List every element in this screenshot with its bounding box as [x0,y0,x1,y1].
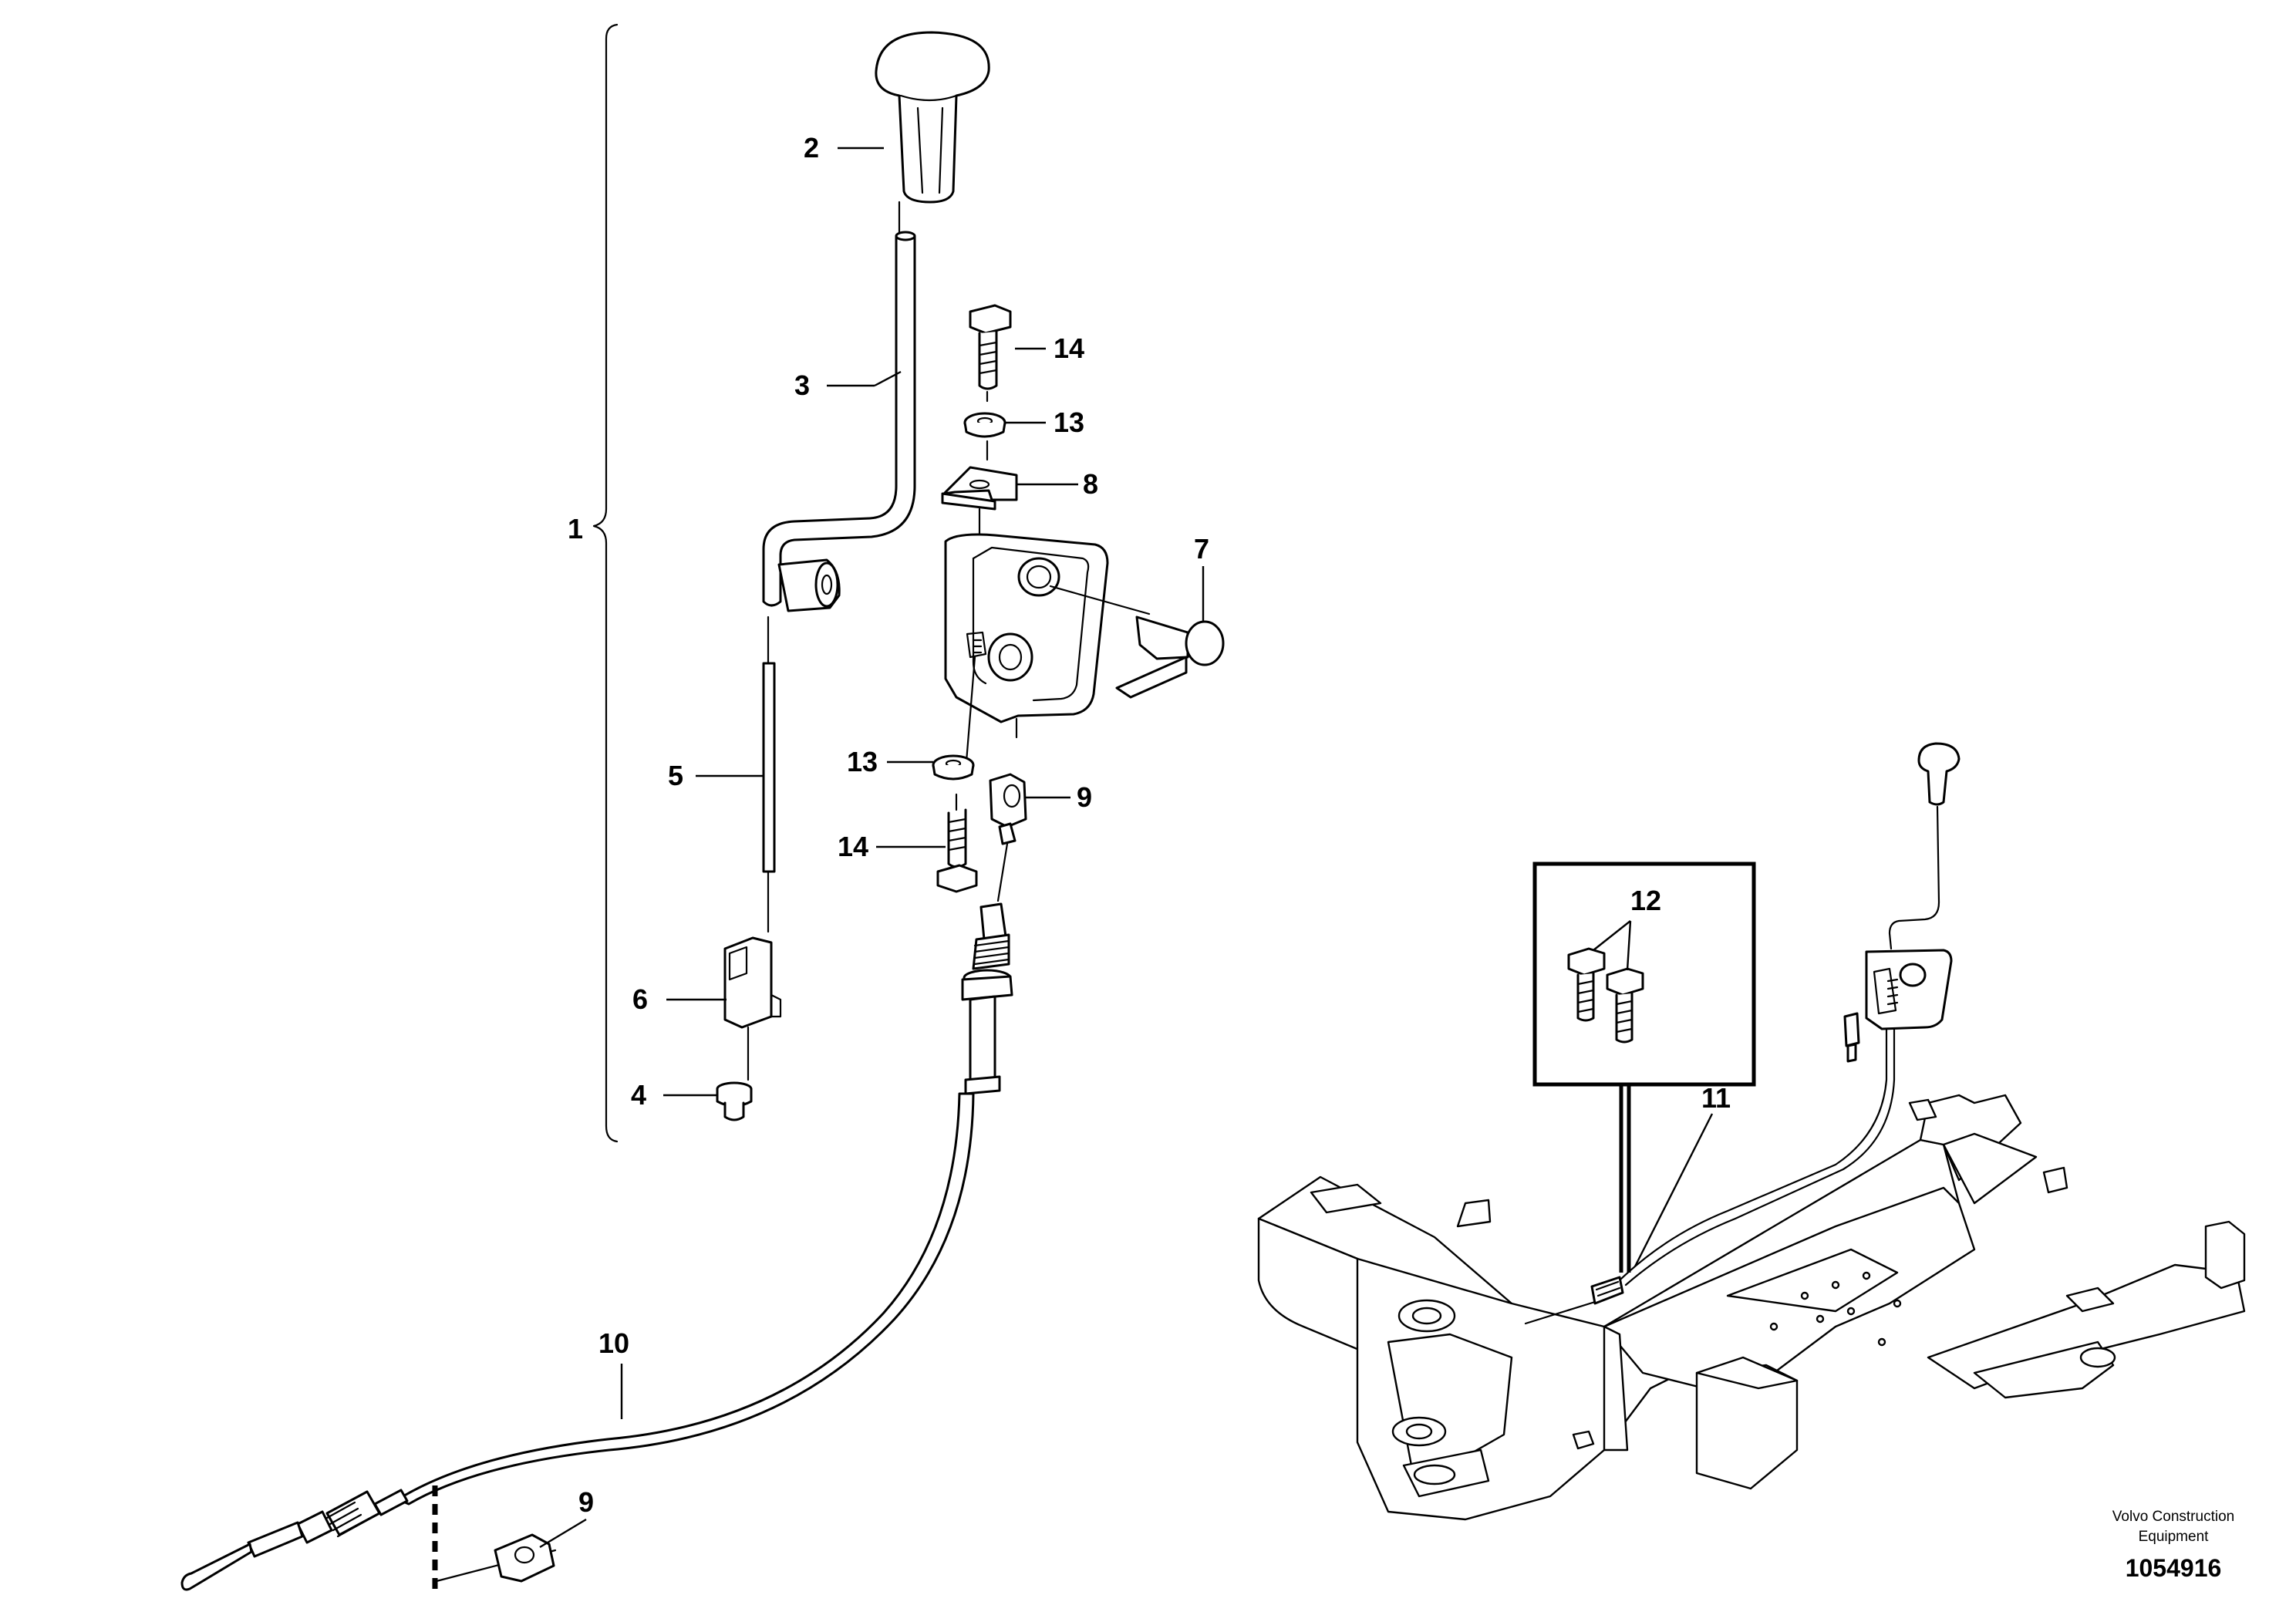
callout-9-lower: 9 [578,1486,594,1518]
small-nut-part [716,1081,753,1121]
connector-part [723,936,782,1081]
document-number: 1054916 [2126,1554,2222,1582]
callout-6: 6 [632,983,648,1015]
bolt-pair [1567,947,1644,1044]
callout-8: 8 [1083,468,1098,500]
detail-box [1532,862,1756,1273]
control-cable-part [180,842,1013,1591]
bolt-lower-part [936,793,978,893]
credit-line-1: Volvo Construction [2112,1509,2234,1525]
clip-nut-part [941,466,1018,541]
callout-1: 1 [568,513,583,545]
callout-11: 11 [1701,1082,1731,1114]
pin-part [1049,585,1225,699]
machine-frame-overview [1257,1094,2246,1521]
lever-housing-part [944,533,1109,773]
assembly-bracket [592,23,619,1143]
callout-2: 2 [804,132,819,164]
callout-14-lower: 14 [838,831,868,862]
callout-10: 10 [598,1327,629,1359]
callout-3: 3 [794,369,810,401]
callout-9-upper: 9 [1077,781,1092,813]
washer-lower-part [932,754,975,781]
knob-part [875,31,990,204]
bolt-top-part [969,304,1012,403]
callout-7: 7 [1194,533,1209,565]
callout-13-lower: 13 [847,746,878,777]
callout-4: 4 [631,1079,646,1111]
lever-rod-part [762,201,916,612]
lever-assembly-miniature [1524,742,1961,1325]
leader-lines [539,147,1714,1549]
callout-labels: 1 2 3 5 6 4 14 13 8 7 13 14 9 10 9 12 11 [568,132,1731,1518]
callout-14-top: 14 [1054,332,1084,364]
pin-rod-part [762,615,776,933]
callout-5: 5 [668,760,683,791]
callout-12: 12 [1630,885,1661,916]
callout-13-top: 13 [1054,406,1084,438]
cable-clip-lower-part [432,1485,557,1590]
credit-line-2: Equipment [2139,1529,2210,1545]
cable-clip-upper-part [989,773,1027,845]
publisher-credit: Volvo Construction Equipment 1054916 [2112,1509,2234,1582]
nut-top-part [963,412,1006,461]
